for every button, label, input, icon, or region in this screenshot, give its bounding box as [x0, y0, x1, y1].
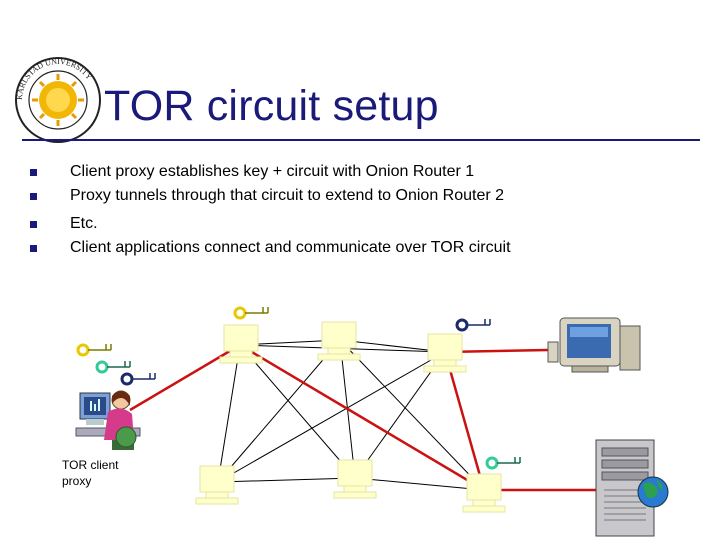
key-icon	[233, 306, 269, 320]
bullet-text: Client applications connect and communic…	[70, 239, 511, 256]
router-node	[317, 321, 361, 361]
person-at-computer-icon	[75, 390, 141, 450]
key-icon	[95, 360, 131, 374]
router-node-icon	[333, 459, 377, 499]
router-node-icon	[195, 465, 239, 505]
router-node-icon	[317, 321, 361, 361]
university-logo: KARLSTAD UNIVERSITY	[15, 57, 101, 143]
router-node	[423, 333, 467, 373]
bullet-item: Client applications connect and communic…	[30, 236, 511, 260]
server-with-globe-icon	[595, 439, 669, 537]
bullet-square-icon	[30, 169, 37, 176]
router-node-icon	[462, 473, 506, 513]
bullet-list: Client proxy establishes key + circuit w…	[30, 160, 511, 260]
bullet-text: Etc.	[70, 215, 98, 232]
bullet-text: Client proxy establishes key + circuit w…	[70, 163, 475, 180]
slide-title: TOR circuit setup	[104, 82, 439, 130]
router-node-icon	[219, 324, 263, 364]
key-icon	[485, 456, 521, 470]
key-icon	[120, 372, 156, 386]
router-node	[195, 465, 239, 505]
bullet-item: Etc.	[30, 212, 511, 236]
bullet-item: Client proxy establishes key + circuit w…	[30, 160, 511, 184]
key-icon	[76, 343, 112, 357]
bullet-square-icon	[30, 221, 37, 228]
router-node	[462, 473, 506, 513]
sun-seal-icon	[32, 74, 84, 126]
bullet-text: Proxy tunnels through that circuit to ex…	[70, 187, 505, 204]
client-proxy-label: TOR client proxy	[62, 457, 118, 489]
key-icon	[455, 318, 491, 332]
bullet-square-icon	[30, 193, 37, 200]
client-proxy-label-line1: TOR client	[62, 458, 119, 472]
router-node-icon	[423, 333, 467, 373]
title-divider	[22, 139, 700, 141]
router-node	[219, 324, 263, 364]
desktop-computer-icon	[547, 317, 641, 373]
bullet-item: Proxy tunnels through that circuit to ex…	[30, 184, 511, 208]
bullet-square-icon	[30, 245, 37, 252]
client-proxy-label-line2: proxy	[62, 474, 92, 488]
router-node	[333, 459, 377, 499]
